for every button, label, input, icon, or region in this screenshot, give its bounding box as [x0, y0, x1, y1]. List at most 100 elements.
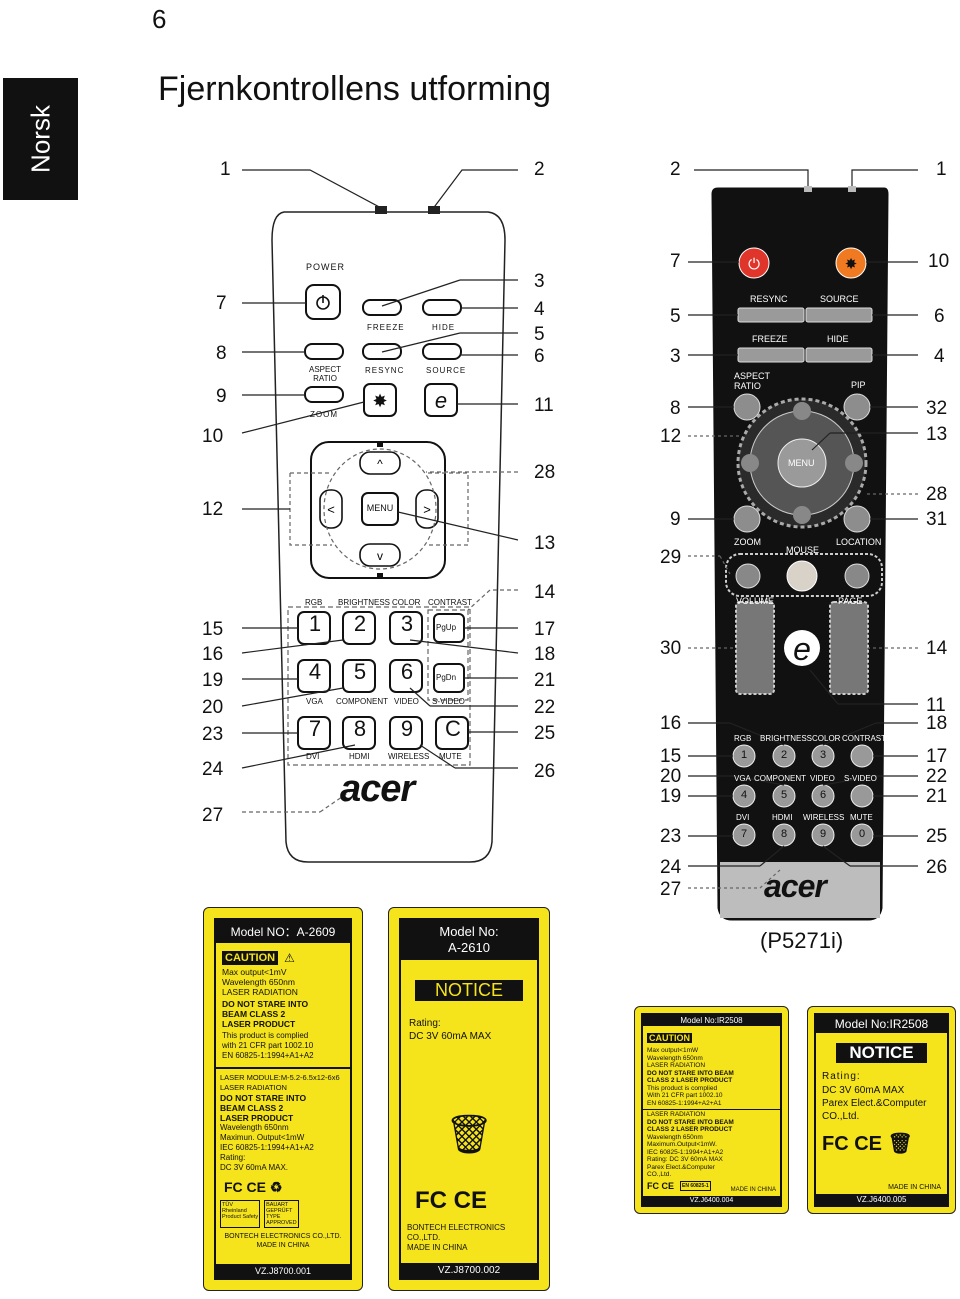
left-key-5: 6 — [400, 659, 414, 684]
aspect-ratio-label-r: ASPECT RATIO — [734, 371, 771, 391]
right-key-9: 0 — [858, 828, 866, 840]
svg-text:⏻: ⏻ — [748, 256, 760, 273]
right-callout-left-8: 16 — [660, 713, 682, 734]
acer-logo-right: acer — [764, 868, 827, 904]
fc-ce-marks: FC CE ♻ — [224, 1179, 283, 1195]
right-callout-right-9: 18 — [926, 713, 948, 734]
right-key-2: 3 — [819, 749, 827, 761]
right-key-0: 1 — [740, 749, 748, 761]
mute-label: MUTE — [439, 752, 462, 761]
label1-text1: Max output<1mV Wavelength 650nm LASER RA… — [222, 967, 298, 997]
left-callout-right-1: 4 — [534, 299, 545, 320]
source-label-r: SOURCE — [820, 294, 859, 304]
svg-text:^: ^ — [377, 457, 383, 471]
label4-text: DC 3V 60mA MAX Parex Elect.&Computer CO.… — [822, 1085, 927, 1122]
label1-text5: DO NOT STARE INTO BEAM CLASS 2 LASER PRO… — [220, 1093, 307, 1123]
menu-button-label: MENU — [366, 503, 394, 513]
label3-model: Model No:IR2508 — [643, 1015, 780, 1026]
hdmi-label-r: HDMI — [772, 813, 793, 822]
svg-text:✸: ✸ — [372, 391, 387, 411]
freeze-label: FREEZE — [367, 323, 405, 332]
left-key-1: 2 — [353, 611, 367, 636]
page-label: PAGE — [838, 596, 863, 606]
fc-ce-marks-3: FC CE — [647, 1180, 674, 1191]
svg-text:<: < — [327, 502, 335, 517]
left-callout-right-3: 6 — [534, 346, 545, 367]
label1-tuv: TÜV Rheinland Product Safety — [220, 1200, 261, 1228]
right-callout-right-2: 4 — [934, 346, 945, 367]
label1-text2: DO NOT STARE INTO BEAM CLASS 2 LASER PRO… — [222, 999, 309, 1029]
right-callout-left-10: 20 — [660, 766, 682, 787]
video-label-r: VIDEO — [810, 774, 835, 783]
left-callout-left-4: 12 — [202, 499, 224, 520]
left-callout-right-12: 25 — [534, 723, 556, 744]
right-key-1: 2 — [780, 749, 788, 761]
right-callout-left-12: 23 — [660, 826, 682, 847]
right-callout-right-6: 31 — [926, 509, 948, 530]
right-callout-right-7: 14 — [926, 638, 948, 659]
right-key-8: 9 — [819, 828, 827, 840]
left-callout-right-4: 11 — [534, 395, 554, 416]
left-callout-right-2: 5 — [534, 324, 545, 345]
right-key-4: 5 — [780, 789, 788, 801]
left-callout-right-0: 3 — [534, 271, 545, 292]
right-callout-left-4: 12 — [660, 426, 682, 447]
label1-text6: Wavelength 650nm Maximun. Output<1mW IEC… — [220, 1123, 314, 1172]
label3-made: MADE IN CHINA — [730, 1187, 776, 1193]
hide-label-r: HIDE — [827, 334, 849, 344]
left-callout-right-7: 14 — [534, 582, 556, 603]
right-key-3: 4 — [740, 789, 748, 801]
power-label: POWER — [306, 262, 346, 272]
label-ir2508-caution: Model No:IR2508 CAUTION Max output<1mW W… — [634, 1006, 789, 1214]
svideo-label-r: S-VIDEO — [844, 774, 877, 783]
right-callout-left-5: 9 — [670, 509, 681, 530]
right-callout-right-10: 17 — [926, 746, 948, 767]
wireless-label: WIRELESS — [388, 752, 430, 761]
right-callout-top-1: 1 — [936, 159, 947, 180]
vga-label-r: VGA — [734, 774, 751, 783]
hide-label: HIDE — [432, 323, 456, 332]
label4-notice: NOTICE — [836, 1043, 927, 1063]
contrast-label-r: CONTRAST — [842, 734, 886, 743]
aspect-ratio-label: ASPECT RATIO — [308, 365, 341, 383]
left-callout-top-0: 1 — [220, 159, 231, 180]
menu-label-r: MENU — [788, 458, 815, 468]
right-callout-right-11: 22 — [926, 766, 948, 787]
right-callout-right-12: 21 — [926, 786, 948, 807]
right-callout-top-0: 2 — [670, 159, 681, 180]
left-callout-left-6: 16 — [202, 644, 224, 665]
label1-cert: BAUART GEPRÜFT TYPE APPROVED — [264, 1200, 299, 1228]
right-callout-left-11: 19 — [660, 786, 682, 807]
right-callout-left-3: 8 — [670, 398, 681, 419]
left-key-7: 8 — [353, 716, 367, 741]
fc-ce-marks-4: FC CE 🗑 — [822, 1133, 913, 1155]
left-key-4: 5 — [353, 659, 367, 684]
resync-label: RESYNC — [365, 366, 405, 375]
label1-caution: CAUTION — [222, 951, 279, 965]
right-callout-left-13: 24 — [660, 857, 682, 878]
right-callout-left-2: 3 — [670, 346, 681, 367]
location-label: LOCATION — [836, 537, 882, 547]
left-callout-left-10: 24 — [202, 759, 224, 780]
right-callout-right-13: 25 — [926, 826, 948, 847]
freeze-label-r: FREEZE — [752, 334, 788, 344]
left-callout-left-2: 9 — [216, 386, 227, 407]
right-callout-right-14: 26 — [926, 857, 948, 878]
brightness-label-r: BRIGHTNESS — [760, 734, 813, 743]
left-key-8: 9 — [400, 716, 414, 741]
acer-logo-left: acer — [340, 768, 415, 810]
label4-model: Model No:IR2508 — [816, 1015, 947, 1033]
left-key-2: 3 — [400, 611, 414, 636]
label1-model: Model NO：A-2609 — [216, 920, 350, 943]
pgdn-label: PgDn — [436, 673, 457, 682]
label3-text2: DO NOT STARE INTO BEAM CLASS 2 LASER PRO… — [647, 1069, 734, 1085]
label3-text3: This product is complied With 21 CFR par… — [647, 1084, 723, 1107]
left-callout-left-8: 20 — [202, 697, 224, 718]
label3-text1: Max output<1mW Wavelength 650nm LASER RA… — [647, 1047, 706, 1069]
label4-rating: Rating: — [822, 1071, 861, 1082]
page-title: Fjernkontrollens utforming — [158, 70, 552, 108]
mute-label-r: MUTE — [850, 813, 873, 822]
weee-bin-icon: 🗑 — [444, 1114, 494, 1156]
right-key-7: 8 — [780, 828, 788, 840]
left-callout-right-6: 13 — [534, 533, 556, 554]
